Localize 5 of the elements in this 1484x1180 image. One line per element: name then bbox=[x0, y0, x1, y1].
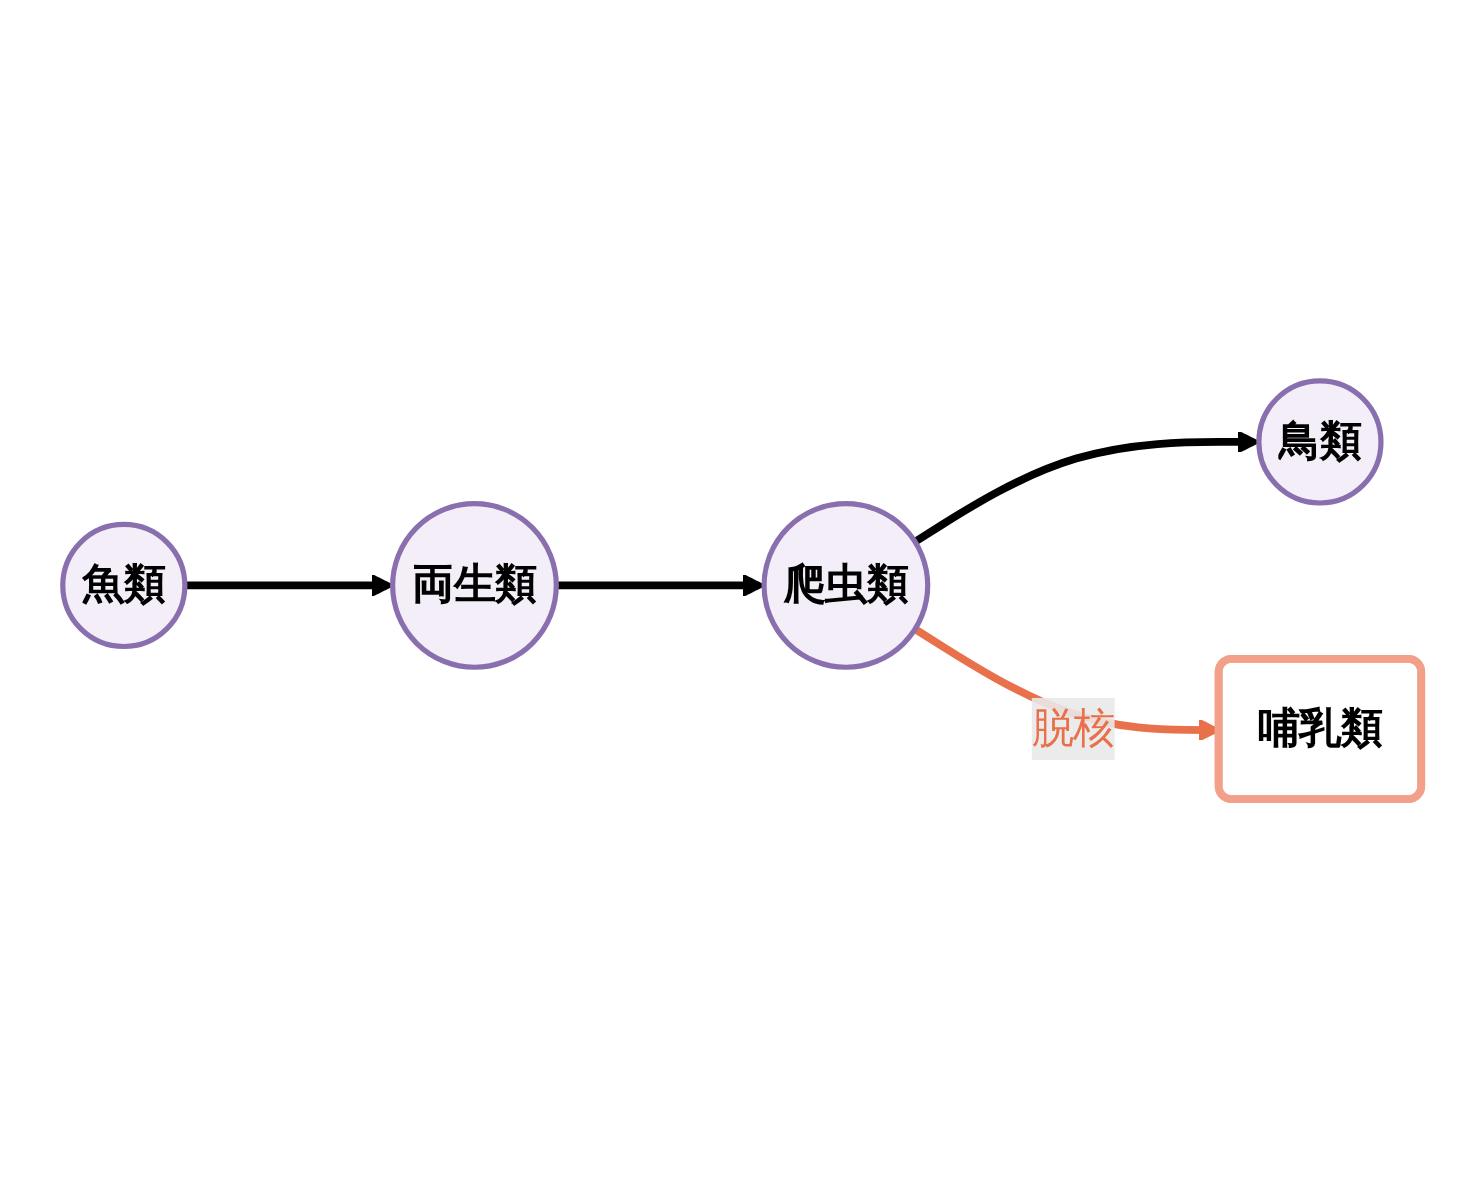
edge-label: 脱核 bbox=[1031, 702, 1115, 753]
node-circle: 爬虫類 bbox=[761, 501, 931, 670]
node-circle: 鳥類 bbox=[1256, 378, 1384, 506]
node-circle: 両生類 bbox=[390, 501, 559, 670]
node-circle: 魚類 bbox=[60, 521, 188, 650]
